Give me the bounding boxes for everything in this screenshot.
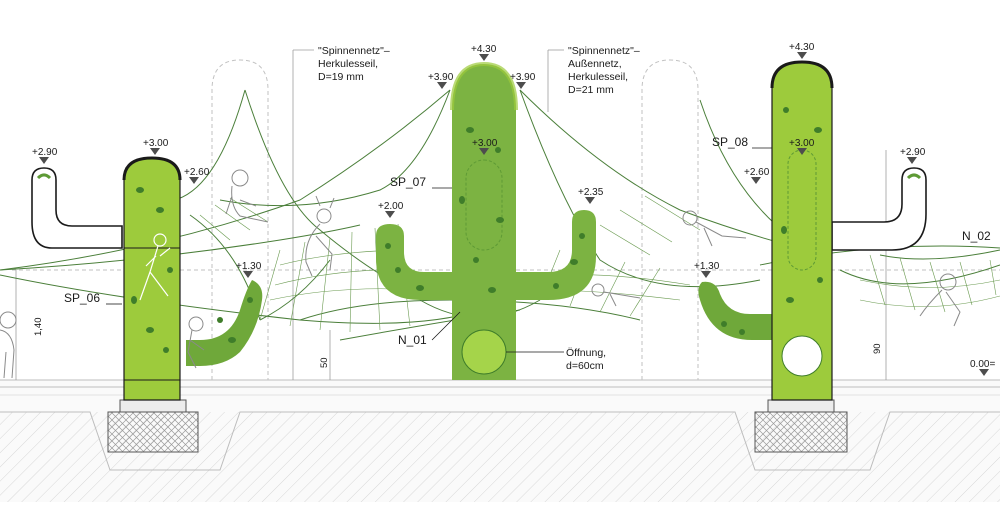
- marker-sp06-arm-right: [189, 177, 199, 184]
- sp07-right-arm: [514, 210, 596, 300]
- marker-sp08-arm-top: [907, 157, 917, 164]
- level-sp07-left-shoulder: +3.90: [428, 72, 454, 83]
- note-left-net: "Spinnennetz"– Herkulesseil, D=19 mm: [293, 45, 390, 83]
- note-left-line-1: "Spinnennetz"–: [318, 45, 390, 57]
- sp07-opening: [461, 329, 507, 375]
- tag-sp08: SP_08: [712, 135, 748, 149]
- leader-lines: [15, 50, 887, 380]
- sp08-lower-arm: [698, 281, 774, 340]
- marker-sp07-arm-left: [385, 211, 395, 218]
- figure-lying-right: [682, 210, 747, 247]
- level-sp08-inner: +3.00: [789, 138, 815, 149]
- tag-n01: N_01: [398, 333, 427, 347]
- figure-climber-sp06: [139, 233, 171, 301]
- figure-right-net: [919, 273, 961, 327]
- level-texts: +2.90 +3.00 +2.60 +1.30 +3.90 +4.30 +3.9…: [32, 42, 995, 370]
- sp07-left-arm: [376, 224, 454, 300]
- dim-right: 90: [872, 343, 883, 354]
- marker-sp06-top: [150, 148, 160, 155]
- marker-sp08-arm-low: [701, 271, 711, 278]
- dim-center: 50: [319, 357, 330, 368]
- element-tags: SP_06 SP_07 SP_08 N_01 N_02: [64, 135, 991, 347]
- note-right-line-4: D=21 mm: [568, 84, 614, 96]
- level-sp08-arm-low: +1.30: [694, 261, 720, 272]
- level-sp06-arm-right: +2.60: [184, 167, 210, 178]
- cactus-sp07: [376, 61, 596, 380]
- note-right-net: "Spinnennetz"– Außennetz, Herkulesseil, …: [548, 45, 640, 96]
- level-sp07-arm-left: +2.00: [378, 201, 404, 212]
- level-sp06-arm-top: +2.90: [32, 147, 58, 158]
- figure-standing: [305, 195, 335, 277]
- marker-sp08-top: [797, 52, 807, 59]
- tag-sp06: SP_06: [64, 291, 100, 305]
- marker-sp07-left-shoulder: [437, 82, 447, 89]
- cactus-sp06: [31, 156, 263, 401]
- note-left-line-3: D=19 mm: [318, 71, 364, 83]
- sp08-upper-arm: [831, 167, 927, 251]
- figure-sitter-left: [225, 169, 269, 223]
- marker-sp07-arm-right: [585, 197, 595, 204]
- note-opening: Öffnung, d=60cm: [506, 347, 606, 372]
- figure-left-edge: [0, 311, 17, 379]
- note-opening-line-2: d=60cm: [566, 360, 604, 372]
- dimension-texts: 1,40 50 90: [33, 318, 883, 369]
- foundation-sp08: [754, 399, 848, 453]
- marker-sp07-top: [479, 54, 489, 61]
- note-right-line-1: "Spinnennetz"–: [568, 45, 640, 57]
- net-mesh: [199, 195, 1000, 333]
- foundation-sp06: [107, 399, 199, 453]
- figures: [0, 169, 961, 379]
- marker-sp06-arm-low: [243, 271, 253, 278]
- figure-lying-center: [591, 283, 641, 307]
- level-sp07-inner: +3.00: [472, 138, 498, 149]
- cactus-sp08: [698, 60, 927, 401]
- sp08-opening: [781, 335, 823, 377]
- note-left-line-2: Herkulesseil,: [318, 58, 378, 70]
- sp06-trunk: [123, 157, 181, 401]
- marker-sp08-inner: [797, 148, 807, 155]
- marker-sp08-arm-left: [751, 177, 761, 184]
- marker-ground: [979, 369, 989, 376]
- marker-sp06-arm-top: [39, 157, 49, 164]
- note-right-line-2: Außennetz,: [568, 58, 622, 70]
- sp07-trunk: [452, 64, 516, 380]
- sp06-upper-arm: [31, 167, 123, 249]
- level-sp08-top: +4.30: [789, 42, 815, 53]
- level-sp07-right-shoulder: +3.90: [510, 72, 536, 83]
- tag-sp07: SP_07: [390, 175, 426, 189]
- level-markers: [39, 52, 989, 376]
- level-sp07-arm-right: +2.35: [578, 187, 604, 198]
- level-sp08-arm-top: +2.90: [900, 147, 926, 158]
- marker-sp07-inner: [479, 148, 489, 155]
- dim-left: 1,40: [33, 318, 44, 337]
- level-sp06-arm-low: +1.30: [236, 261, 262, 272]
- level-sp06-top: +3.00: [143, 138, 169, 149]
- tag-n02: N_02: [962, 229, 991, 243]
- note-opening-line-1: Öffnung,: [566, 347, 606, 359]
- sp06-lower-arm: [186, 280, 263, 366]
- level-ground: 0.00=: [970, 359, 995, 370]
- note-right-line-3: Herkulesseil,: [568, 71, 628, 83]
- marker-sp07-right-shoulder: [516, 82, 526, 89]
- level-sp07-top: +4.30: [471, 44, 497, 55]
- level-sp08-arm-left: +2.60: [744, 167, 770, 178]
- figure-low-sp06: [187, 316, 205, 369]
